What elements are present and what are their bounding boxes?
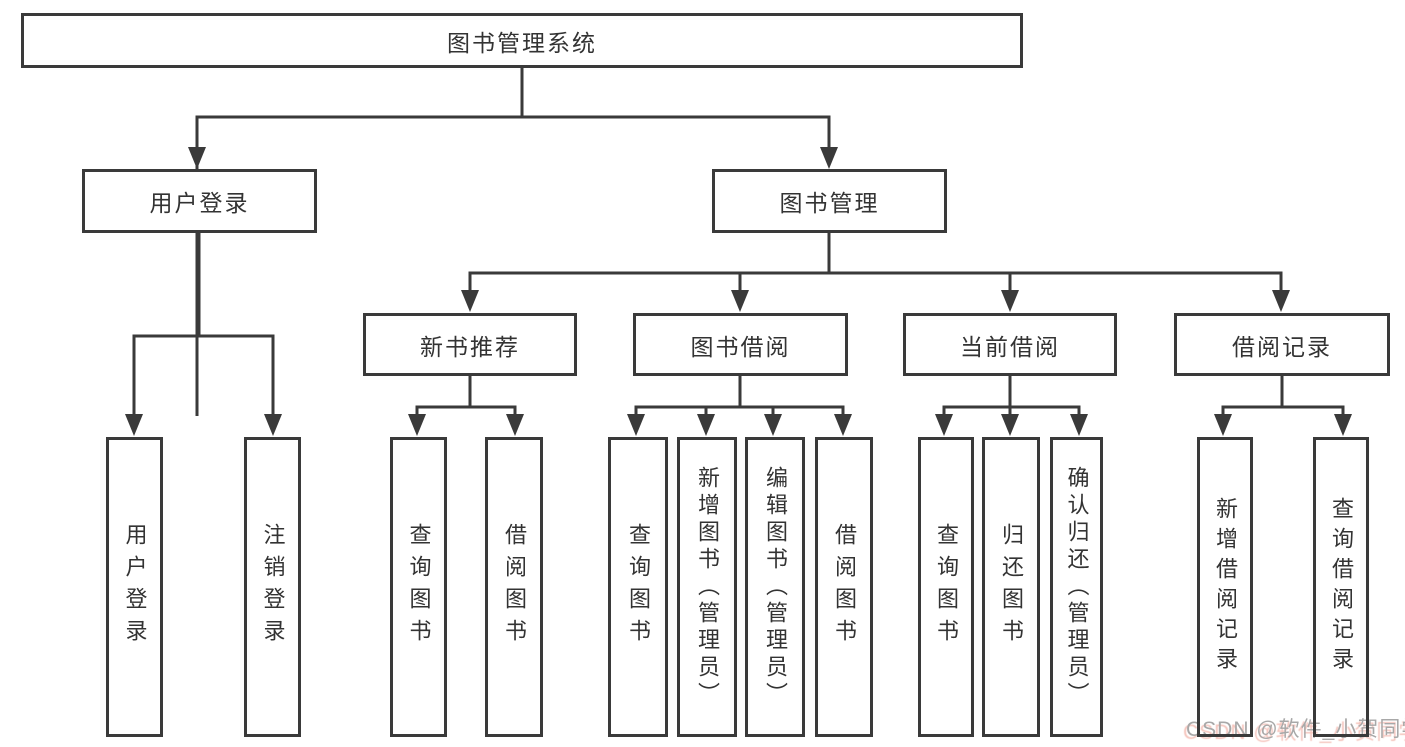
leaf-br-query-record-label: 查询借阅记录 [1329,497,1354,677]
node-book-borrow: 图书借阅 [633,313,848,376]
connector-bookborrow-to-leaves [627,376,852,436]
csdn-watermark: CSDN @软件_小贺同学 [1186,718,1405,741]
leaf-logout-label: 注销登录 [260,523,286,651]
leaf-nbr-query-book-label: 查询图书 [406,523,432,651]
leaf-cb-confirm-return-label: 确认归还（管理员） [1064,465,1090,709]
leaf-br-add-record-label: 新增借阅记录 [1213,497,1238,677]
leaf-bb-edit-book-label: 编辑图书（管理员） [763,465,788,709]
leaf-bb-query-book: 查询图书 [608,437,668,737]
leaf-cb-return-book: 归还图书 [982,437,1040,737]
node-user-login-label: 用户登录 [149,190,250,216]
node-new-book-recommend: 新书推荐 [363,313,577,376]
connector-currentborrow-to-leaves [935,376,1088,436]
leaf-cb-confirm-return: 确认归还（管理员） [1050,437,1103,737]
node-current-borrow-label: 当前借阅 [960,333,1060,360]
leaf-bb-add-book: 新增图书（管理员） [677,437,737,737]
leaf-bb-edit-book: 编辑图书（管理员） [745,437,805,737]
leaf-bb-query-book-label: 查询图书 [626,523,651,651]
node-user-login: 用户登录 [82,169,317,233]
leaf-bb-borrow-book: 借阅图书 [815,437,873,737]
leaf-cb-return-book-label: 归还图书 [999,523,1024,651]
node-book-management-label: 图书管理 [779,190,880,216]
node-new-book-recommend-label: 新书推荐 [420,333,520,360]
node-book-borrow-label: 图书借阅 [690,333,791,360]
leaf-cb-query-book-label: 查询图书 [934,523,959,651]
node-current-borrow: 当前借阅 [903,313,1117,376]
node-book-management: 图书管理 [712,169,947,233]
node-root-label: 图书管理系统 [447,29,597,56]
leaf-user-login: 用户登录 [106,437,163,737]
leaf-br-add-record: 新增借阅记录 [1197,437,1253,737]
connector-userlogin-to-leaves [125,233,282,436]
leaf-bb-borrow-book-label: 借阅图书 [832,523,857,651]
leaf-nbr-borrow-book-label: 借阅图书 [502,523,527,651]
connector-bookmgmt-to-level3 [461,233,1290,312]
connector-borrowrecords-to-leaves [1214,376,1352,436]
leaf-cb-query-book: 查询图书 [918,437,974,737]
connector-root-to-level2 [188,67,838,416]
node-borrow-records-label: 借阅记录 [1232,333,1332,360]
node-borrow-records: 借阅记录 [1174,313,1390,376]
leaf-nbr-borrow-book: 借阅图书 [485,437,543,737]
leaf-logout: 注销登录 [244,437,301,737]
leaf-nbr-query-book: 查询图书 [390,437,447,737]
leaf-bb-add-book-label: 新增图书（管理员） [695,465,720,709]
leaf-user-login-label: 用户登录 [122,523,148,651]
node-root: 图书管理系统 [21,13,1023,68]
leaf-br-query-record: 查询借阅记录 [1313,437,1369,737]
connector-newbookrec-to-leaves [408,376,524,436]
